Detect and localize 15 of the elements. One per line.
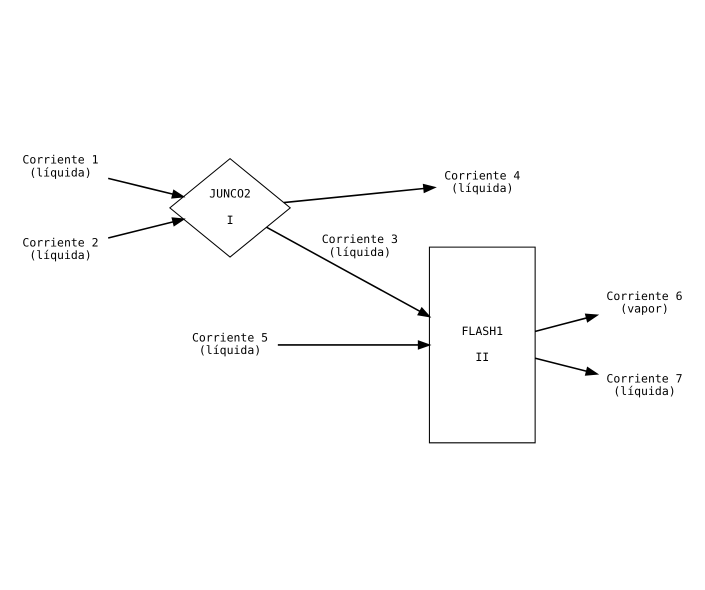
node-box: FLASH1 II xyxy=(428,246,536,443)
arrow xyxy=(278,340,432,350)
arrow xyxy=(108,216,186,238)
arrow xyxy=(535,313,600,332)
node-text: Corriente 6 (vapor) xyxy=(606,288,683,315)
arrow xyxy=(108,177,186,198)
node-text: Corriente 4 (líquida) xyxy=(444,168,520,194)
arrow xyxy=(266,226,432,318)
arrow xyxy=(284,183,437,203)
edge-label: Corriente 3 (líquida) xyxy=(322,232,398,258)
node-text: Corriente 1 (líquida) xyxy=(22,152,99,179)
node-text: Corriente 2 (líquida) xyxy=(22,234,99,262)
arrow xyxy=(535,356,600,376)
node-text: Corriente 7 (líquida) xyxy=(606,370,683,398)
node-text: Corriente 5 (líquida) xyxy=(192,330,268,357)
